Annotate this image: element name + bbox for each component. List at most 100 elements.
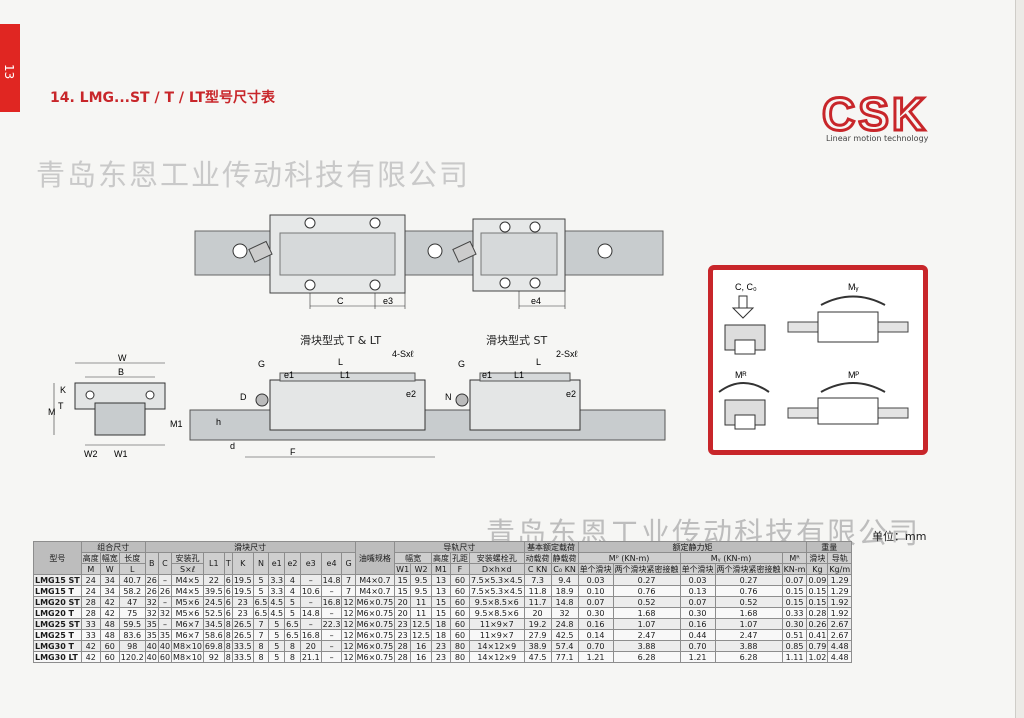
table-cell: 48	[99, 618, 120, 630]
table-cell: 26.5	[231, 629, 254, 641]
dim-l1-st: L1	[514, 370, 524, 380]
table-cell: 0.52	[612, 596, 681, 608]
th-weight: 重量	[806, 541, 853, 553]
th-nozzle: 油嘴规格	[354, 541, 396, 575]
table-cell: M6×0.75	[354, 618, 396, 630]
table-cell: 58.2	[118, 585, 146, 597]
table-cell: 2.67	[827, 629, 853, 641]
th-e2: e2	[284, 552, 301, 575]
th-mr-unit: KN-m	[781, 563, 808, 575]
label-mr: Mᴿ	[735, 370, 747, 380]
th-dynamic: 动载荷	[523, 552, 552, 564]
th-pitch: 孔距	[449, 552, 470, 564]
table-cell: 9.5×8.5×6	[468, 596, 525, 608]
th-f: F	[449, 563, 470, 575]
model-cell: LMG15 ST	[33, 574, 82, 586]
table-cell: 20	[299, 640, 322, 652]
table-cell: 11×9×7	[468, 629, 525, 641]
table-cell: –	[299, 618, 322, 630]
table-cell: 40.7	[118, 574, 146, 586]
table-cell: 0.79	[806, 640, 829, 652]
th-e1: e1	[268, 552, 286, 575]
table-cell: 1.29	[827, 574, 853, 586]
th-rail-height: 高度	[430, 552, 451, 564]
table-cell: 23	[430, 651, 451, 663]
table-cell: 4.48	[827, 651, 853, 663]
dim-w1: W1	[114, 449, 128, 459]
table-cell: 1.02	[806, 651, 829, 663]
th-my-single: 单个滑块	[679, 563, 716, 575]
rail-side-and-section-diagram: W B M T K W2 W1 G L L1 e1 e2 4-Sxℓ	[48, 349, 666, 459]
table-cell: 59.5	[118, 618, 146, 630]
dim-e4: e4	[531, 296, 541, 306]
table-cell: 19.5	[231, 585, 254, 597]
table-cell: 14.8	[320, 574, 343, 586]
table-cell: 4.48	[827, 640, 853, 652]
table-cell: 19.2	[523, 618, 552, 630]
dim-w: W	[118, 353, 127, 363]
table-cell: 60	[157, 651, 173, 663]
table-cell: 7	[341, 585, 356, 597]
table-cell: 5	[284, 607, 301, 619]
table-cell: 40	[144, 651, 159, 663]
th-length: 长度	[118, 552, 146, 564]
table-cell: 7.3	[523, 574, 552, 586]
table-cell: 7.5×5.3×4.5	[468, 585, 525, 597]
table-cell: 28	[394, 640, 412, 652]
table-cell: 15	[394, 585, 412, 597]
dimension-table: 型号 组合尺寸 滑块尺寸 油嘴规格 导轨尺寸 基本额定载荷 额定静力矩 重量 高…	[33, 541, 853, 663]
page-number-tab: 13	[0, 24, 20, 112]
table-cell: M8×10	[171, 651, 204, 663]
side-view-st: G L L1 e1 e2 2-Sxℓ N	[445, 349, 581, 431]
table-cell: 0.30	[577, 607, 614, 619]
th-my: Mᵧ (KN-m)	[679, 552, 783, 564]
table-cell: 12	[341, 651, 356, 663]
table-cell: 2.47	[714, 629, 783, 641]
th-c-kn: C KN	[523, 563, 552, 575]
table-cell: 33.5	[231, 651, 254, 663]
table-cell: 23	[394, 618, 412, 630]
table-cell: 0.70	[577, 640, 614, 652]
table-cell: 19.5	[231, 574, 254, 586]
th-load: 基本额定载荷	[523, 541, 579, 553]
table-cell: 32	[550, 607, 579, 619]
table-cell: 0.44	[679, 629, 716, 641]
table-cell: 8	[223, 629, 233, 641]
th-dhd: D×h×d	[468, 563, 525, 575]
page-edge	[1015, 0, 1024, 718]
th-e4: e4	[320, 552, 343, 575]
table-cell: 5	[268, 629, 286, 641]
logo-brand: CSK	[822, 88, 928, 140]
dim-f: F	[290, 447, 296, 457]
table-cell: 0.07	[577, 596, 614, 608]
table-cell: 8	[223, 618, 233, 630]
table-cell: 34	[99, 574, 120, 586]
th-block: 滑块尺寸	[144, 541, 356, 553]
table-cell: M6×0.75	[354, 640, 396, 652]
table-cell: 35	[157, 629, 173, 641]
table-cell: –	[299, 596, 322, 608]
table-cell: 1.68	[714, 607, 783, 619]
table-cell: 15	[394, 574, 412, 586]
table-cell: 6.5	[252, 607, 270, 619]
dim-l1: L1	[340, 370, 350, 380]
dim-d: D	[240, 392, 247, 402]
table-cell: 2.67	[827, 618, 853, 630]
block-st-top	[452, 218, 566, 292]
th-mp-single: 单个滑块	[577, 563, 614, 575]
table-cell: 6.28	[714, 651, 783, 663]
table-cell: 23	[394, 629, 412, 641]
table-cell: 1.11	[781, 651, 808, 663]
cross-section-view: W B M T K W2 W1	[48, 353, 166, 459]
rail-holes	[232, 243, 613, 259]
caption-block-type-st: 滑块型式 ST	[486, 334, 548, 347]
table-cell: 7	[341, 574, 356, 586]
table-cell: 120.2	[118, 651, 146, 663]
table-cell: M6×0.75	[354, 651, 396, 663]
table-cell: 12	[341, 629, 356, 641]
table-cell: 60	[99, 651, 120, 663]
th-bolt-hole: 安装螺栓孔	[468, 552, 525, 564]
table-cell: 47.5	[523, 651, 552, 663]
